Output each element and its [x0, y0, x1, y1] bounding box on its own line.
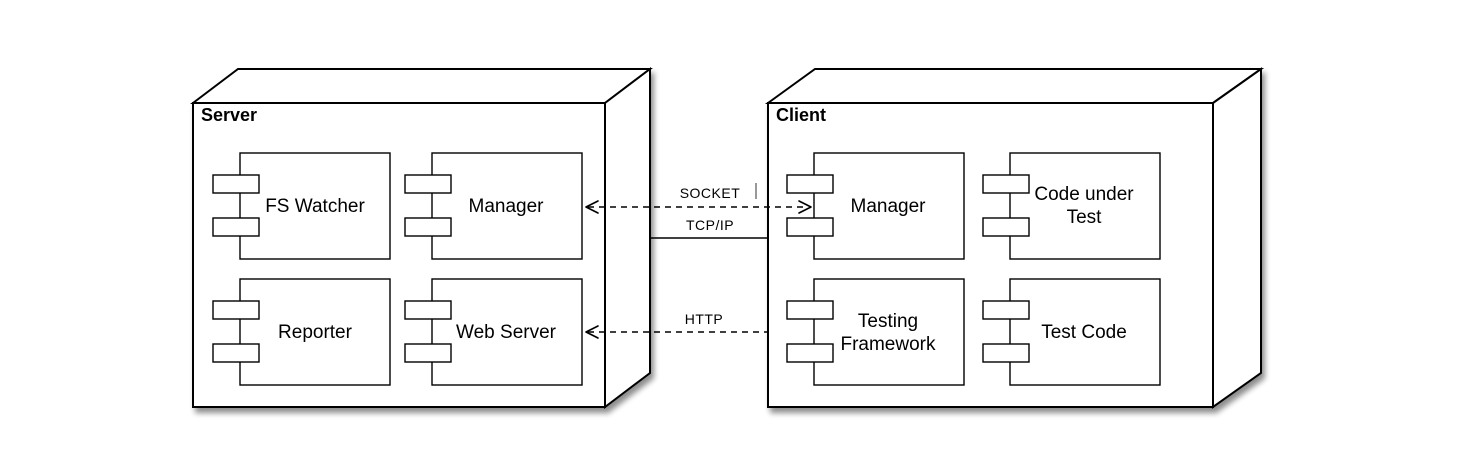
component-icon — [404, 174, 452, 194]
client-node-side — [1212, 67, 1262, 409]
component-icon — [786, 174, 834, 194]
client-component-test-code: Test Code — [982, 278, 1161, 386]
server-node-top — [190, 68, 653, 104]
component-icon — [404, 343, 452, 363]
component-icon — [786, 217, 834, 237]
server-component-fs-watcher: FS Watcher — [212, 152, 391, 260]
component-label: Test Code — [1041, 322, 1127, 343]
server-component-reporter: Reporter — [212, 278, 391, 386]
component-icon — [786, 300, 834, 320]
client-component-manager: Manager — [786, 152, 965, 260]
component-icon — [404, 300, 452, 320]
component-icon — [404, 217, 452, 237]
component-label: Test — [1067, 207, 1103, 228]
component-icon — [212, 174, 260, 194]
component-label: Manager — [851, 196, 927, 217]
http-connection: HTTP — [585, 311, 768, 339]
client-component-testing-framework: Testing Framework — [786, 278, 965, 386]
server-component-web-server: Web Server — [404, 278, 583, 386]
component-icon — [786, 343, 834, 363]
component-icon — [982, 174, 1030, 194]
component-icon — [982, 300, 1030, 320]
client-component-code-under-test: Code under Test — [982, 152, 1161, 260]
component-label: Manager — [469, 196, 545, 217]
component-label: Code under — [1034, 184, 1134, 205]
socket-label: SOCKET — [680, 185, 741, 201]
client-node-top — [764, 68, 1265, 104]
arrow-right-icon — [798, 200, 812, 214]
http-label: HTTP — [685, 311, 724, 327]
component-icon — [212, 343, 260, 363]
component-icon — [212, 300, 260, 320]
server-node-title: Server — [201, 105, 257, 125]
component-label: Reporter — [278, 322, 353, 343]
server-component-manager: Manager — [404, 152, 583, 260]
component-label: Testing — [858, 311, 918, 332]
component-label: Framework — [840, 334, 936, 355]
arrow-left-icon — [585, 325, 599, 339]
arrow-left-icon — [585, 200, 599, 214]
server-node-side — [604, 66, 651, 410]
client-node-title: Client — [776, 105, 826, 125]
tcp-ip-label: TCP/IP — [686, 217, 734, 233]
component-icon — [982, 217, 1030, 237]
component-icon — [212, 217, 260, 237]
tcp-ip-connection: TCP/IP — [650, 217, 768, 239]
component-label: Web Server — [456, 322, 557, 343]
component-label: FS Watcher — [265, 196, 365, 217]
component-icon — [982, 343, 1030, 363]
socket-connection: SOCKET — [585, 183, 812, 214]
